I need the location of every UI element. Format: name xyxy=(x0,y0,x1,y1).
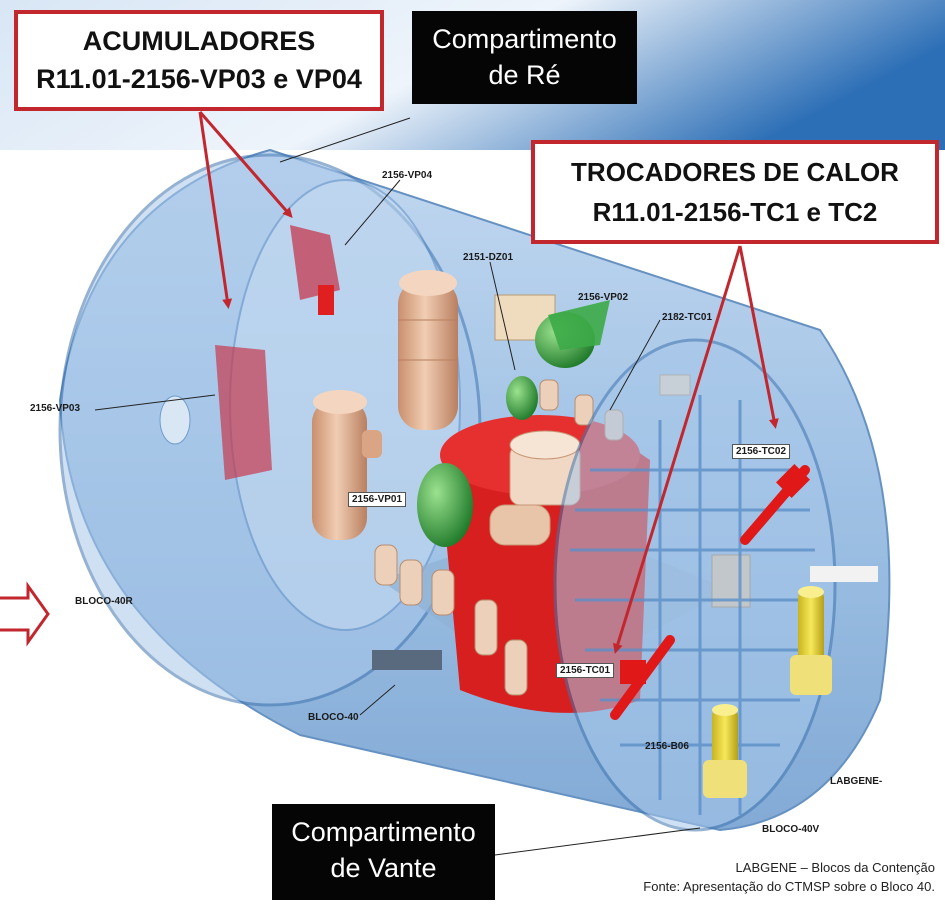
callout-trocadores: TROCADORES DE CALOR R11.01-2156-TC1 e TC… xyxy=(531,140,939,244)
reactor-head-top xyxy=(509,430,581,460)
label-labgene: LABGENE- xyxy=(830,776,883,787)
label-bloco40: BLOCO-40 xyxy=(308,712,359,723)
label-dz01: 2151-DZ01 xyxy=(463,252,514,263)
label-vp02: 2156-VP02 xyxy=(578,292,629,303)
front-end-cap xyxy=(553,338,837,832)
arrow-to-tc01 xyxy=(612,245,742,654)
green-bracket-vp02 xyxy=(548,300,610,350)
label-tc02: 2156-TC02 xyxy=(732,444,791,459)
compartment-vante-line2: de Vante xyxy=(330,853,437,883)
reactor-nozzle xyxy=(489,504,551,546)
compartment-re-label: Compartimento de Ré xyxy=(412,11,637,104)
front-frame-grid xyxy=(570,395,815,815)
figure-caption: LABGENE – Blocos da Contenção Fonte: Apr… xyxy=(643,858,935,896)
callout-trocadores-subtitle: R11.01-2156-TC1 e TC2 xyxy=(592,197,878,227)
flow-arrow-icon xyxy=(0,581,50,647)
label-vp03: 2156-VP03 xyxy=(30,403,81,414)
label-leaders xyxy=(94,117,701,856)
label-b06: 2156-B06 xyxy=(645,741,689,752)
yellow-equipment-b06 xyxy=(703,704,747,798)
yellow-equipment-right xyxy=(790,586,832,695)
compartment-vante-label: Compartimento de Vante xyxy=(272,804,495,900)
green-tank-vp01 xyxy=(417,463,473,547)
label-tc1-top: 2182-TC01 xyxy=(662,312,713,323)
callout-trocadores-title: TROCADORES DE CALOR xyxy=(571,157,899,187)
label-tc01: 2156-TC01 xyxy=(556,663,615,678)
heat-exchanger-tc02 xyxy=(740,464,810,545)
heat-exchanger-tc01 xyxy=(610,635,675,720)
callout-arrows xyxy=(198,111,779,654)
caption-line2: Fonte: Apresentação do CTMSP sobre o Blo… xyxy=(643,879,935,894)
vessel-center xyxy=(398,270,458,430)
label-vp01: 2156-VP01 xyxy=(348,492,407,507)
compartment-re-line2: de Ré xyxy=(488,60,561,90)
callout-acumuladores: ACUMULADORES R11.01-2156-VP03 e VP04 xyxy=(14,10,384,111)
blurred-patch xyxy=(810,566,878,582)
arrow-to-vp04 xyxy=(198,111,293,219)
arrow-to-vp03 xyxy=(198,111,233,309)
compartment-vante-line1: Compartimento xyxy=(291,817,476,847)
compartment-re-line1: Compartimento xyxy=(432,24,617,54)
floor-plate xyxy=(372,650,442,670)
accumulator-vp04-valve xyxy=(318,285,334,315)
label-vp04: 2156-VP04 xyxy=(382,170,433,181)
arrow-to-tc02 xyxy=(738,245,779,429)
accumulator-vp03 xyxy=(215,345,272,480)
label-bloco40v: BLOCO-40V xyxy=(762,824,820,835)
label-bloco40r: BLOCO-40R xyxy=(75,596,133,607)
porthole xyxy=(159,395,191,445)
caption-line1: LABGENE – Blocos da Contenção xyxy=(735,860,935,875)
accumulator-vp04 xyxy=(290,225,340,300)
callout-acumuladores-title: ACUMULADORES xyxy=(82,26,316,56)
callout-acumuladores-subtitle: R11.01-2156-VP03 e VP04 xyxy=(36,64,362,94)
green-pump xyxy=(506,376,538,420)
